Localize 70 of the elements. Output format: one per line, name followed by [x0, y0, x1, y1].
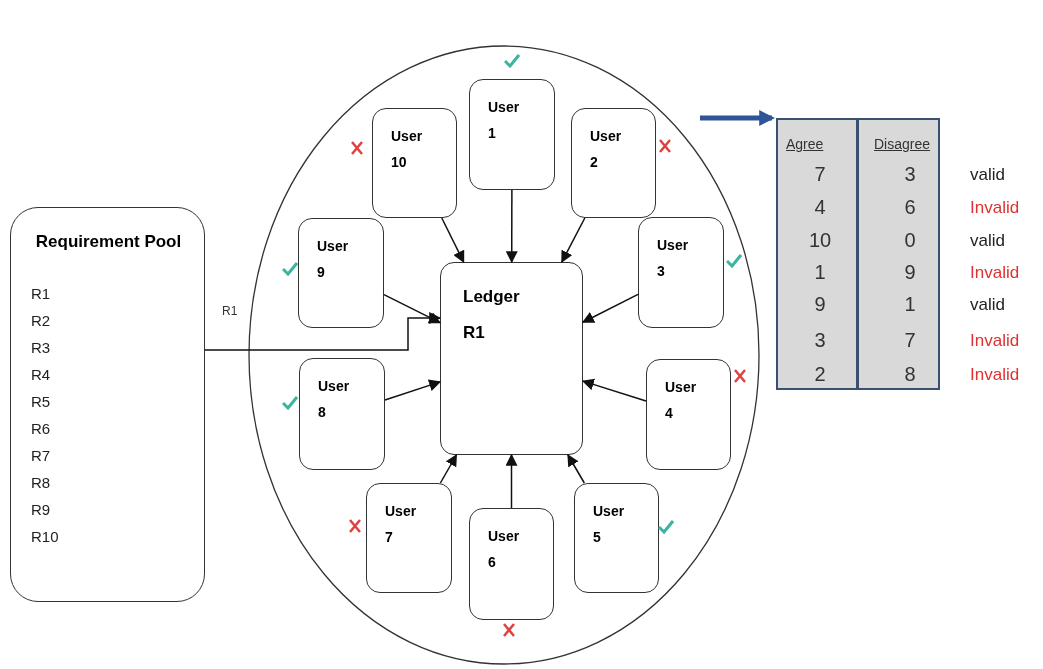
arrow: [581, 293, 639, 323]
arrow: [505, 189, 518, 264]
requirement-item: R7: [31, 446, 51, 466]
arrow: [439, 453, 458, 484]
requirement-item: R5: [31, 392, 51, 412]
user-label: User 6: [488, 527, 521, 572]
user-label: User 3: [657, 236, 690, 281]
user-label: User 1: [488, 98, 521, 143]
vote-count: 4: [813, 195, 827, 219]
user-label: User 5: [593, 502, 626, 547]
user-label: User 10: [391, 127, 424, 172]
status-text: Invalid: [970, 330, 1020, 352]
vote-count: 1: [903, 292, 917, 316]
pool-box: [10, 207, 205, 602]
vote-count: 9: [903, 260, 917, 284]
column-header: Agree: [786, 135, 824, 154]
user-label: User 2: [590, 127, 623, 172]
vote-count: 0: [903, 228, 917, 252]
status-text: Invalid: [970, 262, 1020, 284]
arrow: [567, 453, 586, 484]
column-header: Disagree: [874, 135, 931, 154]
arrow: [505, 453, 518, 509]
user-box: [574, 483, 659, 593]
arrow: [204, 312, 442, 351]
vote-count: 7: [813, 162, 827, 186]
user-box: [299, 358, 385, 470]
vote-count: 3: [903, 162, 917, 186]
user-label: User 4: [665, 378, 698, 423]
vote-table: [776, 118, 940, 390]
pool-title: Requirement Pool: [34, 231, 183, 253]
user-label: User 8: [318, 377, 351, 422]
user-box: [469, 508, 554, 620]
vote-count: 7: [903, 328, 917, 352]
ledger-label: Ledger R1: [463, 286, 521, 344]
status-text: valid: [970, 230, 1005, 252]
vote-count: 3: [813, 328, 827, 352]
requirement-item: R6: [31, 419, 51, 439]
status-text: Invalid: [970, 197, 1020, 219]
status-text: Invalid: [970, 364, 1020, 386]
vote-count: 10: [807, 228, 833, 252]
user-label: User 7: [385, 502, 418, 547]
arrow: [441, 217, 465, 264]
requirement-item: R1: [31, 284, 51, 304]
user-box: [298, 218, 384, 328]
user-box: [638, 217, 724, 328]
vote-count: 6: [903, 195, 917, 219]
requirement-item: R9: [31, 500, 51, 520]
status-text: valid: [970, 164, 1005, 186]
requirement-item: R8: [31, 473, 51, 493]
requirement-item: R2: [31, 311, 51, 331]
user-box: [646, 359, 731, 470]
vote-count: 9: [813, 292, 827, 316]
vote-count: 2: [813, 362, 827, 386]
vote-count: 1: [813, 260, 827, 284]
vote-count: 8: [903, 362, 917, 386]
user-box: [469, 79, 555, 190]
arrow: [561, 217, 586, 264]
requirement-item: R4: [31, 365, 51, 385]
requirement-item: R10: [31, 527, 59, 547]
user-label: User 9: [317, 237, 350, 282]
status-text: valid: [970, 294, 1005, 316]
arrow: [383, 293, 442, 324]
arrow: [581, 378, 647, 402]
user-box: [366, 483, 452, 593]
arrow: [700, 110, 776, 126]
user-box: [372, 108, 457, 218]
requirement-item: R3: [31, 338, 51, 358]
user-box: [571, 108, 656, 218]
ledger-box: [440, 262, 583, 455]
arrow: [384, 379, 442, 401]
